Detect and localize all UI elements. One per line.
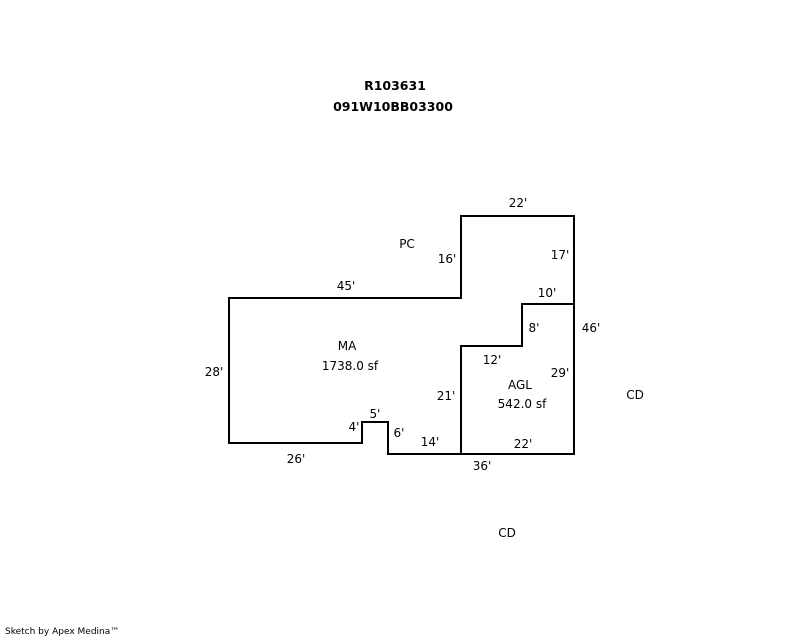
dim-left-28: 28' bbox=[205, 365, 224, 379]
dim-notch-4: 4' bbox=[349, 420, 360, 434]
area-agl-size: 542.0 sf bbox=[498, 397, 547, 411]
dim-right-17: 17' bbox=[551, 248, 570, 262]
footer-credit: Sketch by Apex Medina™ bbox=[5, 627, 120, 637]
dim-notch-5: 5' bbox=[370, 407, 381, 421]
dim-bottom-22: 22' bbox=[514, 437, 533, 451]
outer-building-outline bbox=[228, 215, 575, 455]
dim-right-29: 29' bbox=[551, 366, 570, 380]
dim-inner-21: 21' bbox=[437, 389, 456, 403]
dim-step-10: 10' bbox=[538, 286, 557, 300]
dim-top-45: 45' bbox=[337, 279, 356, 293]
map-number: 091W10BB03300 bbox=[333, 99, 453, 114]
cd-label-bottom: CD bbox=[498, 526, 516, 540]
pc-label: PC bbox=[399, 237, 415, 251]
dim-left-16: 16' bbox=[438, 252, 457, 266]
dim-top-22: 22' bbox=[509, 196, 528, 210]
area-ma-label: MA bbox=[338, 339, 357, 353]
dim-bottom-36: 36' bbox=[473, 459, 492, 473]
dim-notch-6: 6' bbox=[394, 426, 405, 440]
dim-right-46: 46' bbox=[582, 321, 601, 335]
dim-bottom-14: 14' bbox=[421, 435, 440, 449]
dim-bottom-26: 26' bbox=[287, 452, 306, 466]
dim-step-12: 12' bbox=[483, 353, 502, 367]
parcel-id: R103631 bbox=[364, 78, 426, 93]
cd-label-right: CD bbox=[626, 388, 644, 402]
area-agl-label: AGL bbox=[508, 378, 532, 392]
agl-area-outline bbox=[460, 303, 574, 454]
area-ma-size: 1738.0 sf bbox=[322, 359, 379, 373]
dim-step-8: 8' bbox=[529, 321, 540, 335]
